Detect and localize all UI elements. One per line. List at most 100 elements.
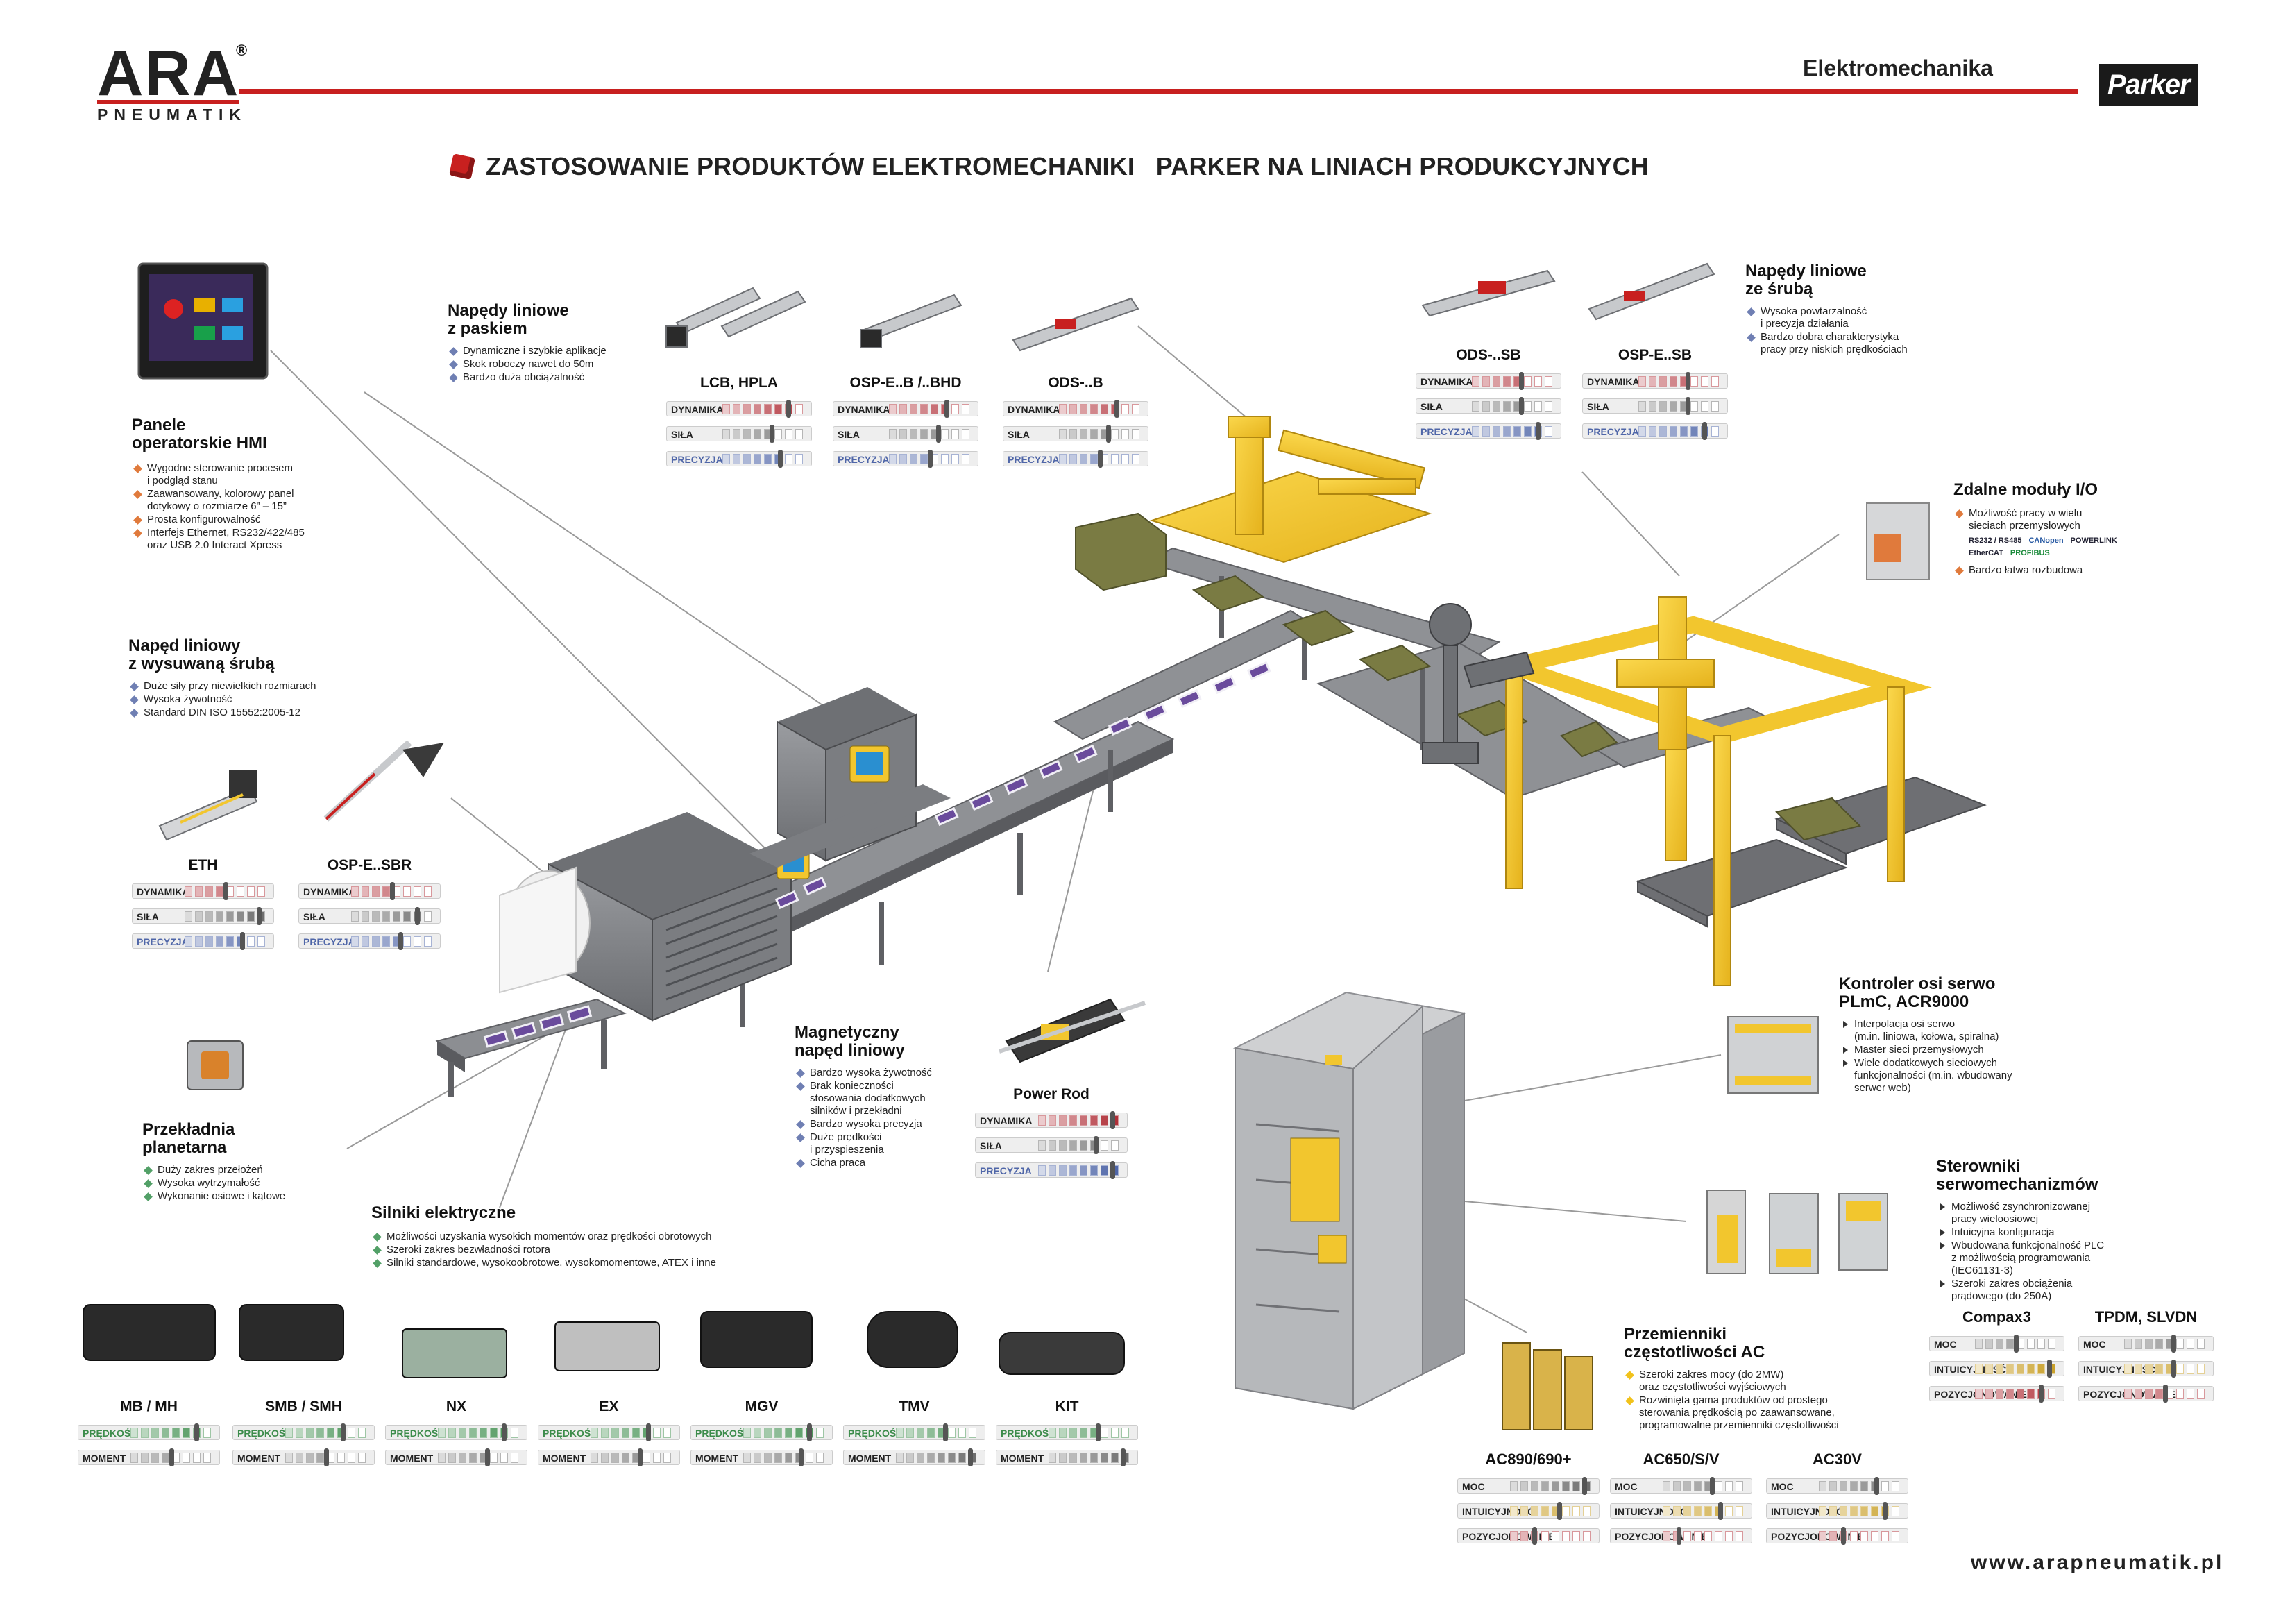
rating-segment [1850, 1506, 1858, 1516]
bullet: Standard DIN ISO 15552:2005-12 [128, 707, 364, 719]
rating-label: MOC [1615, 1481, 1638, 1492]
bullet-list: Interpolacja osi serwo (m.in. liniowa, k… [1839, 1018, 2061, 1094]
rating-segment [906, 1428, 914, 1438]
rating-segment [743, 454, 751, 464]
rating-segment [130, 1428, 138, 1438]
rating-bar-power: MOC [2078, 1335, 2214, 1353]
rating-segment [754, 1453, 761, 1463]
rating-segment [2037, 1364, 2045, 1374]
rating-segment [2176, 1364, 2184, 1374]
rating-segment [1482, 376, 1490, 387]
bullet: Szeroki zakres bezwładności rotora [371, 1244, 802, 1256]
bullet: Wiele dodatkowych sieciowych funkcjonaln… [1839, 1057, 2061, 1094]
rating-segment [2145, 1339, 2153, 1349]
rating-segment [1541, 1481, 1549, 1491]
rating-segment [1069, 404, 1077, 414]
bullet-list: Możliwość zsynchronizowanej pracy wieloo… [1936, 1201, 2165, 1303]
rating-segment [1038, 1140, 1046, 1151]
rating-bar-force: SIŁA [298, 907, 441, 925]
rating-segment [285, 1453, 293, 1463]
rating-segment [1541, 1506, 1549, 1516]
rating-segment [1520, 1481, 1528, 1491]
section-hmi: Panele operatorskie HMI Wygodne sterowan… [132, 416, 368, 552]
bullet: Rozwinięta gama produktów od prostego st… [1624, 1394, 1915, 1432]
rating-segment [1829, 1481, 1837, 1491]
rating-segment [591, 1453, 598, 1463]
rating-label: PRECYZJA [671, 454, 723, 465]
rating-segment [889, 404, 897, 414]
rating-segment [1725, 1506, 1733, 1516]
rating-bar-precision: PRECYZJA [1003, 450, 1148, 468]
rating-segment [1059, 404, 1067, 414]
website-url[interactable]: www.arapneumatik.pl [1971, 1551, 2224, 1574]
servo-drive-images [1706, 1190, 1888, 1274]
rating-segment [1524, 376, 1532, 387]
rating-segment [643, 1453, 650, 1463]
rating-segment [1659, 401, 1667, 412]
rating-segment [1673, 1481, 1681, 1491]
rating-bar-dynamics: DYNAMIKA [833, 400, 978, 418]
motor-images [83, 1304, 1125, 1378]
rating-segment [653, 1453, 661, 1463]
rating-segment [1059, 1115, 1067, 1126]
power-rod-image [999, 998, 1146, 1063]
rating-segment [785, 454, 792, 464]
rating-segment [653, 1428, 661, 1438]
rating-label: MOC [1934, 1339, 1957, 1350]
rating-segment [958, 1453, 966, 1463]
rating-segment [316, 1453, 324, 1463]
rating-segment [1819, 1506, 1826, 1516]
rating-segment [1583, 1506, 1591, 1516]
rating-segment [382, 886, 390, 897]
rating-knob [1098, 450, 1103, 468]
rating-knob [1718, 1502, 1723, 1520]
rating-segment [1069, 1165, 1077, 1176]
rating-segment [1659, 376, 1667, 387]
rating-segment [1715, 1531, 1722, 1541]
rating-segment [1694, 1481, 1702, 1491]
rating-bar-intuitive: INTUICYJNOŚĆ [1610, 1502, 1752, 1520]
rating-label: MOMENT [848, 1453, 892, 1464]
rating-segment [1850, 1481, 1858, 1491]
section-rod-drive: Napęd liniowy z wysuwaną śrubą Duże siły… [128, 637, 364, 720]
header-red-rule [239, 89, 2078, 94]
rating-segment [1552, 1531, 1559, 1541]
rating-segment [1520, 1506, 1528, 1516]
rating-segment [910, 454, 917, 464]
rating-segment [195, 911, 203, 922]
rating-segment [2124, 1339, 2132, 1349]
rating-bar-torque: MOMENT [690, 1448, 833, 1466]
bullet: Bardzo dobra charakterystyka pracy przy … [1745, 331, 1953, 356]
rating-segment [1694, 1506, 1702, 1516]
rating-knob [2171, 1335, 2176, 1353]
rating-knob [257, 907, 262, 925]
product-card: Compax3MOCINTUICYJNOŚĆPOZYCJONOWANIE [1929, 1308, 2064, 1403]
bullet: Wysoka powtarzalność i precyzja działani… [1745, 305, 1953, 330]
rating-knob [2039, 1385, 2044, 1403]
section-title: Sterowniki serwomechanizmów [1936, 1157, 2098, 1194]
rating-segment [490, 1453, 498, 1463]
rating-bar-power: MOC [1610, 1477, 1752, 1495]
rating-knob [1686, 372, 1690, 390]
robot-arm [1422, 603, 1535, 764]
rating-bar-dynamics: DYNAMIKA [1416, 372, 1561, 390]
rating-label: PRECYZJA [1587, 426, 1639, 437]
rating-segment [226, 936, 234, 947]
rating-segment [1059, 429, 1067, 439]
rating-segment [601, 1428, 609, 1438]
rating-segment [1892, 1481, 1899, 1491]
rating-label: MOMENT [390, 1453, 434, 1464]
rating-segment [1069, 1115, 1077, 1126]
rating-segment [185, 936, 192, 947]
rating-segment [1552, 1481, 1559, 1491]
section-title: Magnetyczny napęd liniowy [795, 1023, 905, 1060]
rating-segment [917, 1453, 924, 1463]
rating-segment [896, 1428, 904, 1438]
rating-bar-dynamics: DYNAMIKA [975, 1111, 1128, 1129]
rating-label: MOMENT [1001, 1453, 1044, 1464]
bullet: Bardzo wysoka precyzja [795, 1118, 1003, 1131]
rating-knob [502, 1423, 507, 1441]
section-title: Napęd liniowy z wysuwaną śrubą [128, 636, 275, 673]
